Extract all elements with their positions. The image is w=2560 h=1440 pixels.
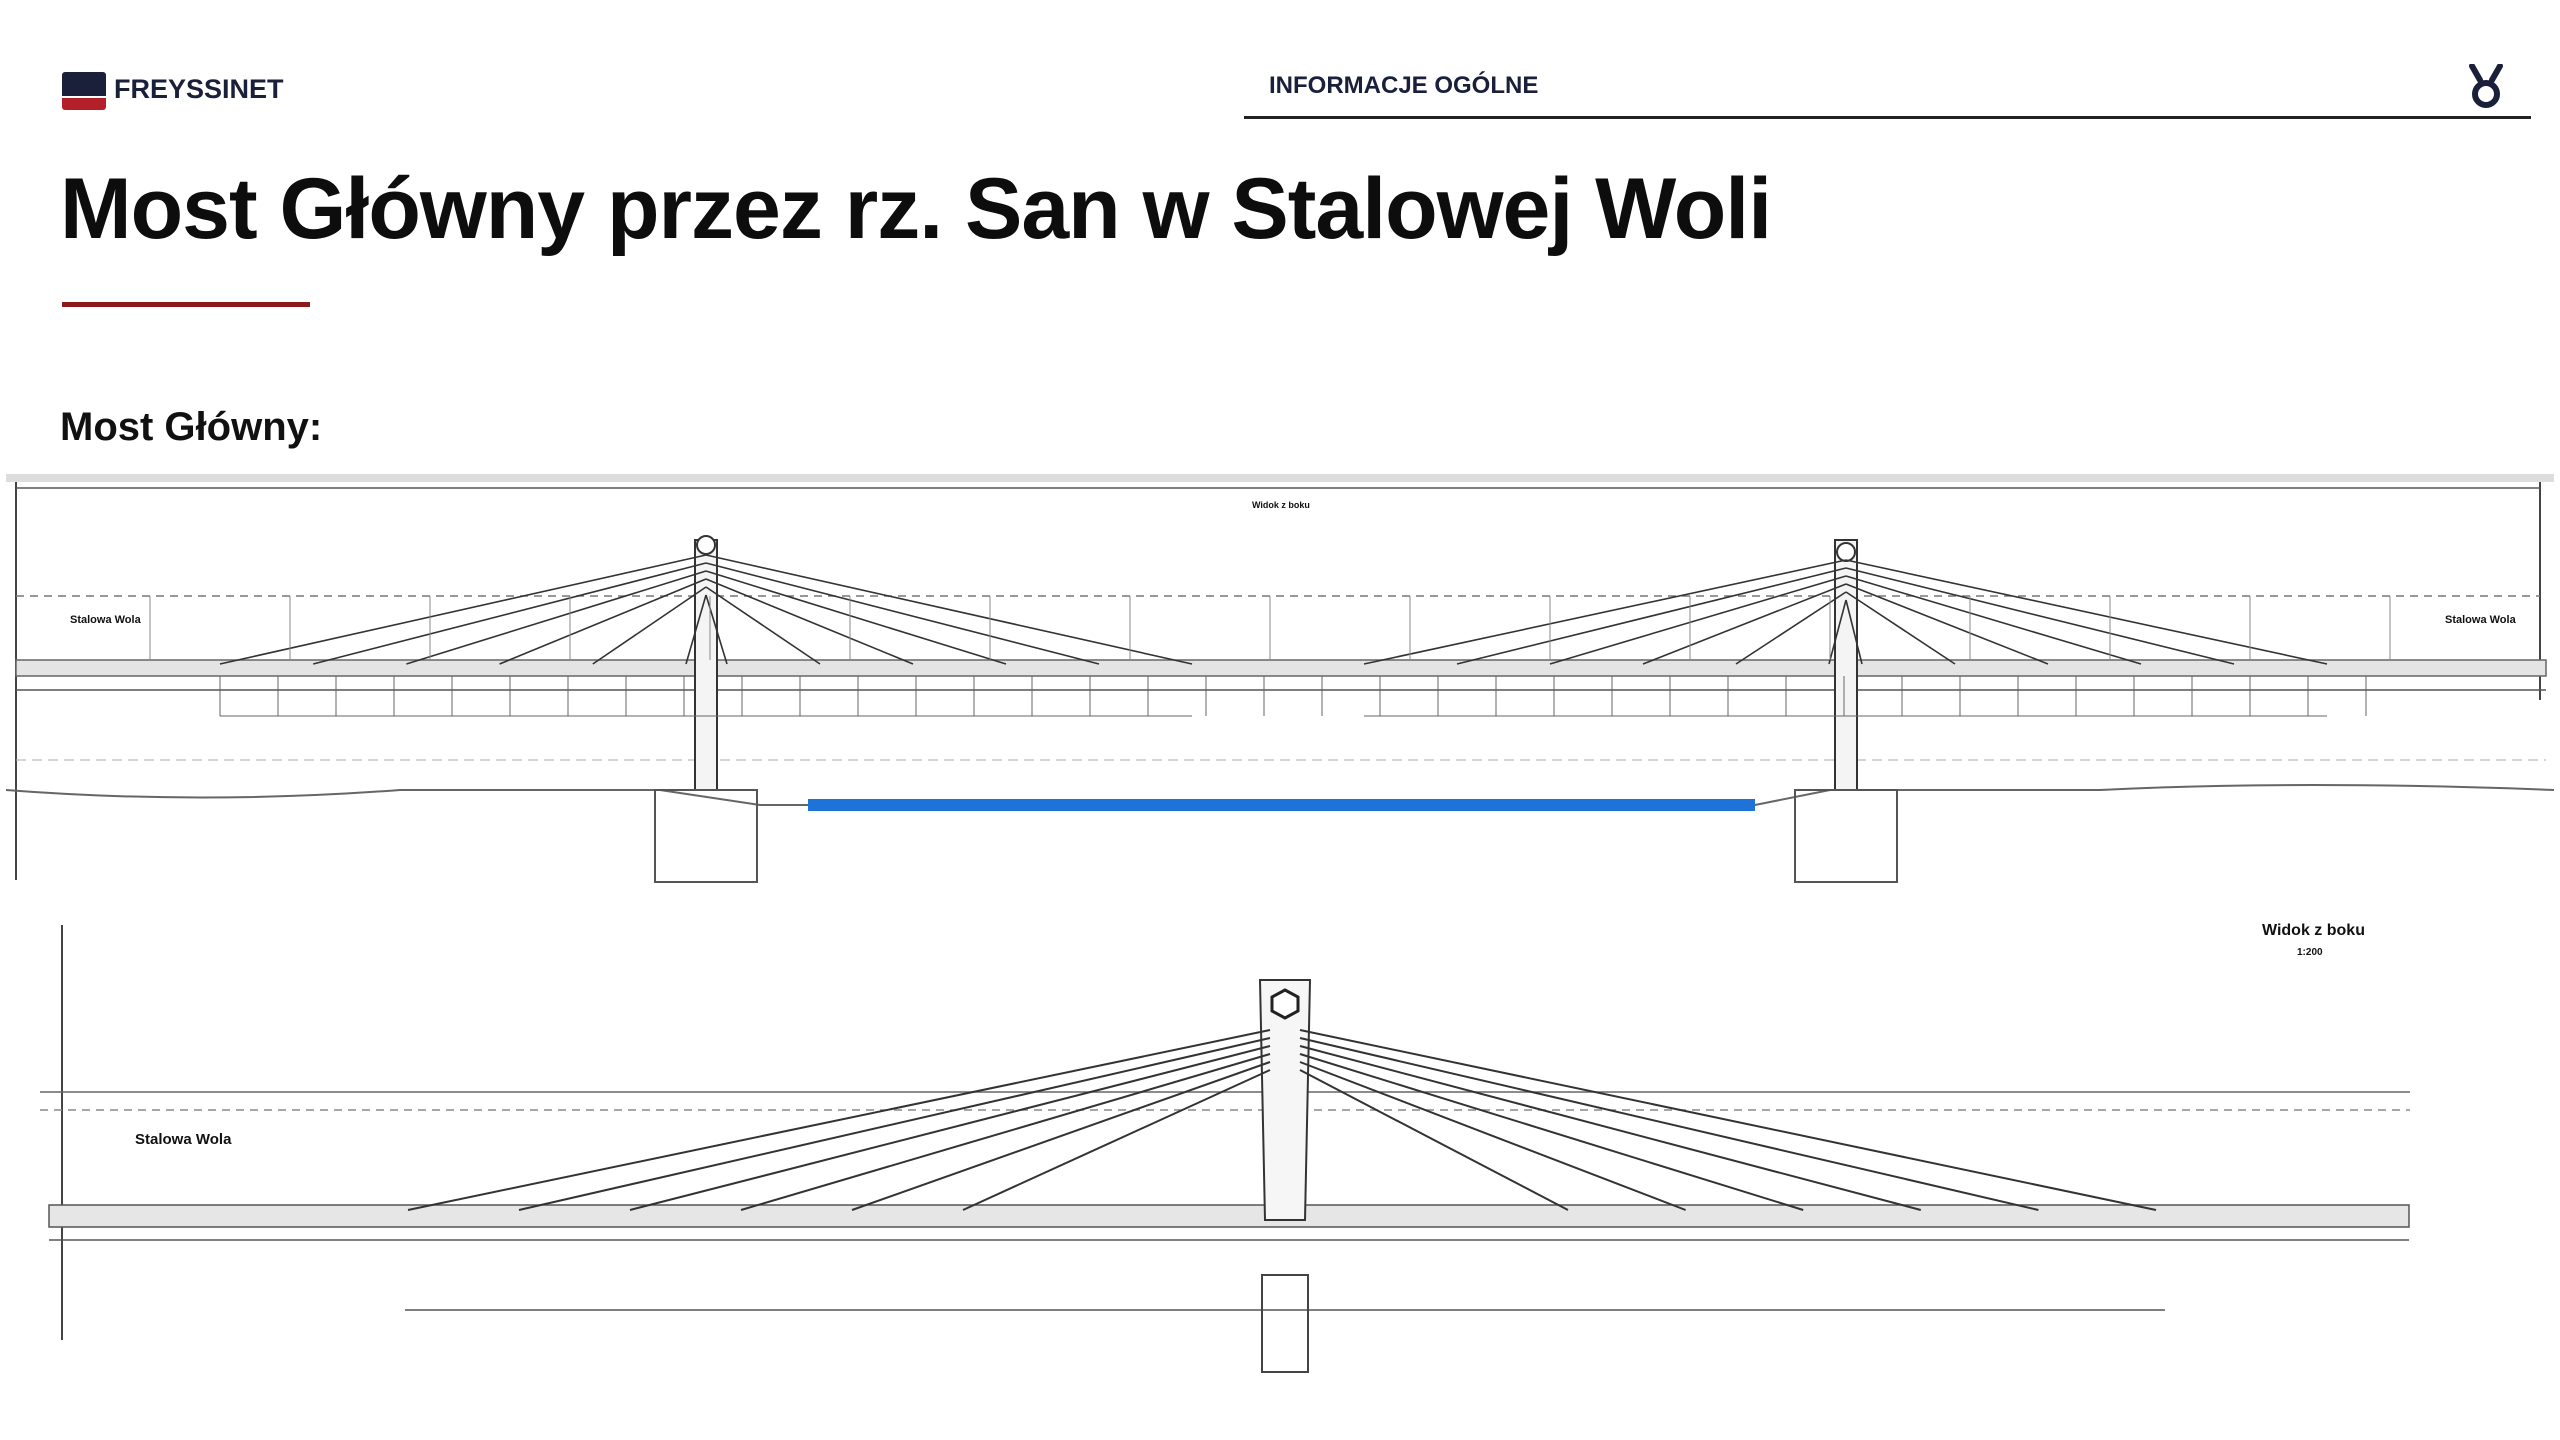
pier-foundation-right bbox=[1794, 789, 1898, 883]
stay-cable bbox=[1299, 1029, 2157, 1211]
scale-label: 1:200 bbox=[2297, 947, 2323, 958]
pylon-left bbox=[694, 539, 718, 791]
ground-line bbox=[5, 784, 2555, 806]
direction-label: Stalowa Wola bbox=[135, 1131, 232, 1148]
drawing-frame-top bbox=[6, 474, 2554, 482]
stay-cable bbox=[740, 1053, 1271, 1211]
bridge-deck-detail bbox=[48, 1204, 2410, 1228]
stay-cable bbox=[1549, 575, 1847, 665]
pylon-head bbox=[1270, 988, 1300, 1020]
section-divider bbox=[1244, 116, 2531, 119]
bridge-deck bbox=[15, 659, 2547, 677]
stay-cable bbox=[1299, 1037, 2039, 1211]
stay-cable bbox=[499, 578, 707, 665]
section-subtitle: Most Główny: bbox=[60, 405, 323, 449]
freyssinet-logo-mark bbox=[62, 72, 106, 110]
stay-cable bbox=[851, 1061, 1271, 1211]
stay-cable bbox=[1363, 559, 1847, 665]
page-title: Most Główny przez rz. San w Stalowej Wol… bbox=[60, 161, 1772, 257]
stay-cables-top bbox=[219, 554, 2328, 665]
stay-cable bbox=[1845, 559, 2328, 665]
stay-cable bbox=[705, 562, 1100, 665]
freyssinet-logo-text: FREYSSINET bbox=[114, 74, 284, 104]
stay-cable bbox=[629, 1045, 1271, 1211]
pylon-detail bbox=[1258, 979, 1312, 1221]
view-label-top: Widok z boku bbox=[1252, 500, 1310, 510]
stay-cable bbox=[592, 586, 707, 665]
section-heading: INFORMACJE OGÓLNE bbox=[1269, 72, 1539, 99]
stay-cable bbox=[962, 1069, 1271, 1211]
river-water bbox=[808, 799, 1755, 811]
stay-cables-detail bbox=[407, 1029, 2157, 1211]
stay-cable bbox=[1845, 575, 2142, 665]
stay-cable bbox=[1299, 1045, 1922, 1211]
stay-cable bbox=[705, 554, 1193, 665]
stay-cable bbox=[518, 1037, 1271, 1211]
stay-cable bbox=[407, 1029, 1271, 1211]
stay-cable bbox=[685, 594, 707, 665]
stay-cable bbox=[1642, 583, 1847, 665]
bridge-elevation-overall: Stalowa Wola Stalowa Wola Widok z boku bbox=[5, 474, 2555, 883]
title-underline bbox=[62, 302, 310, 307]
view-label: Widok z boku bbox=[2262, 922, 2365, 939]
hanger-dimension-ticks bbox=[149, 596, 2391, 717]
pier-detail bbox=[1261, 1274, 1309, 1373]
direction-label-right: Stalowa Wola bbox=[2445, 614, 2517, 626]
stay-cable bbox=[313, 562, 707, 665]
stay-cable bbox=[705, 586, 821, 665]
stay-cable bbox=[1299, 1069, 1569, 1211]
pier-foundation-left bbox=[654, 789, 758, 883]
emblem-icon bbox=[2466, 63, 2506, 108]
stay-cable bbox=[406, 570, 707, 665]
stay-cable bbox=[1845, 583, 2049, 665]
stay-cable bbox=[1845, 599, 1863, 665]
stay-cable bbox=[705, 578, 914, 665]
bridge-elevation-detail: Stalowa Wola Widok z boku 1:200 bbox=[40, 922, 2410, 1373]
direction-label-left: Stalowa Wola bbox=[70, 614, 142, 626]
stay-cable bbox=[219, 554, 707, 665]
stay-cable bbox=[1845, 567, 2235, 665]
stay-cable bbox=[1456, 567, 1847, 665]
stay-cable bbox=[705, 570, 1007, 665]
stay-cable bbox=[1828, 599, 1847, 665]
stay-cable bbox=[1845, 591, 1956, 665]
stay-cable bbox=[1299, 1053, 1804, 1211]
stay-cable bbox=[1299, 1061, 1686, 1211]
stay-cable bbox=[1735, 591, 1847, 665]
